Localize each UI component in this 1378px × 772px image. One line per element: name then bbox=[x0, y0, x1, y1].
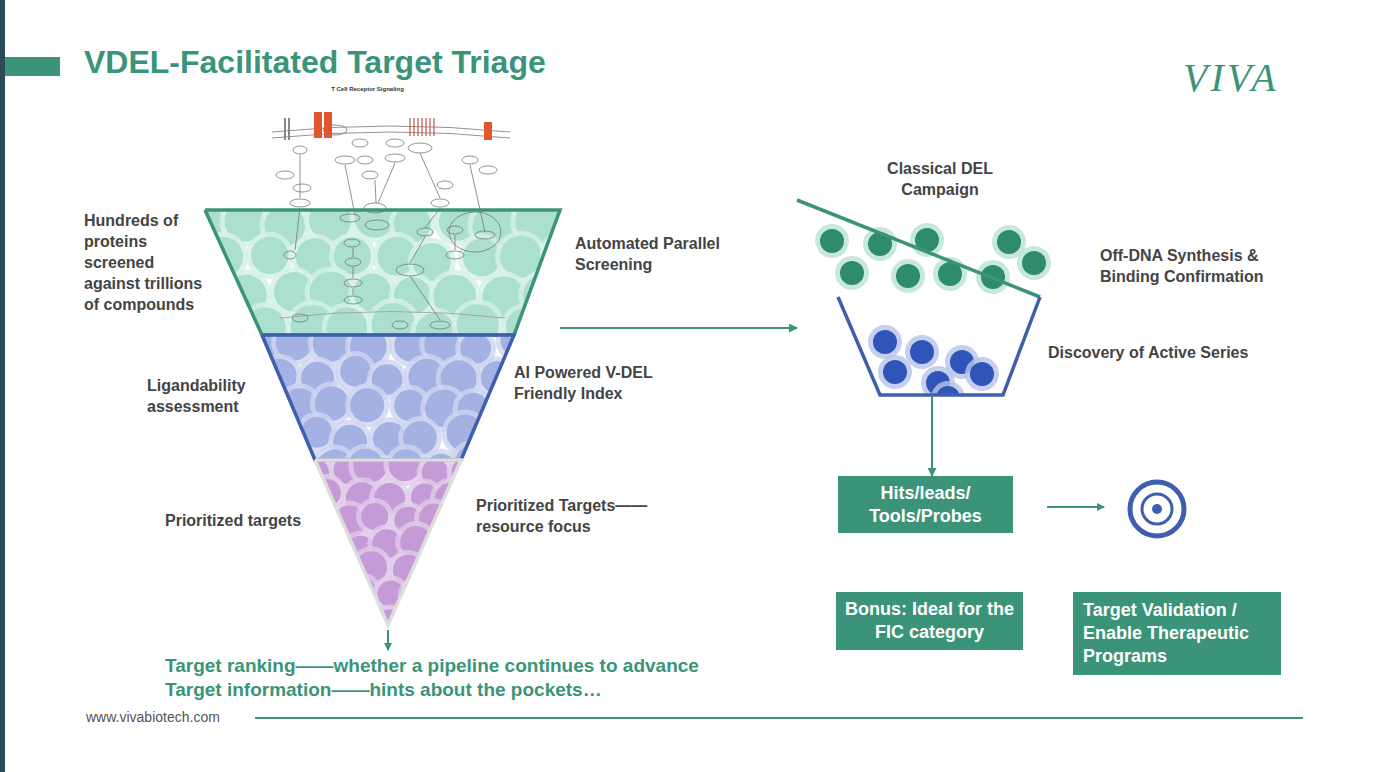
funnel-band: Prioritized targetsPrioritized Targets——… bbox=[315, 460, 461, 625]
outcome-box: Target Validation / Enable Therapeutic P… bbox=[1073, 599, 1281, 668]
process-box: Target Validation / Enable Therapeutic P… bbox=[1073, 592, 1281, 675]
funnel-shape bbox=[315, 460, 461, 625]
outcome-note: Target information——hints about the pock… bbox=[165, 679, 602, 701]
target-icon-ring bbox=[1142, 494, 1172, 524]
process-box: Bonus: Ideal for the FIC category bbox=[836, 592, 1023, 650]
accent-bar bbox=[0, 57, 60, 76]
slide-title: VDEL-Facilitated Target Triage bbox=[84, 44, 546, 81]
footer-rule bbox=[255, 717, 1303, 719]
funnel-shape bbox=[262, 335, 514, 460]
funnel-band: Discovery of Active Series bbox=[838, 297, 1040, 395]
stage-label: Classical DEL Campaign bbox=[875, 158, 1005, 200]
right-arrow bbox=[1047, 506, 1104, 508]
funnel-shape bbox=[797, 200, 1083, 297]
stage-label: Hundreds of proteins screened against tr… bbox=[84, 210, 206, 315]
stage-label: Prioritized Targets——resource focus bbox=[476, 495, 671, 537]
edge-strip bbox=[0, 0, 5, 772]
stage-label: AI Powered V-DEL Friendly Index bbox=[514, 362, 674, 404]
illustration-title: T Cell Receptor Signaling bbox=[320, 86, 415, 92]
stage-label: Ligandability assessment bbox=[147, 375, 259, 417]
funnel-band: Classical DEL CampaignOff-DNA Synthesis … bbox=[797, 200, 1083, 297]
funnel-shape bbox=[205, 210, 560, 335]
funnel-shape bbox=[838, 297, 1040, 395]
down-arrow bbox=[387, 630, 389, 650]
outcome-note: Target ranking——whether a pipeline conti… bbox=[165, 655, 699, 677]
company-logo: VIVA bbox=[1183, 54, 1279, 101]
stage-label: Automated Parallel Screening bbox=[575, 233, 740, 275]
target-icon bbox=[1130, 482, 1184, 536]
funnel-band: Ligandability assessmentAI Powered V-DEL… bbox=[262, 335, 514, 460]
result-box: Hits/leads/ Tools/Probes bbox=[838, 482, 1013, 528]
footer-url: www.vivabiotech.com bbox=[86, 709, 220, 725]
bonus-box: Bonus: Ideal for the FIC category bbox=[836, 598, 1023, 644]
target-icon-dot bbox=[1152, 504, 1162, 514]
stage-label: Off-DNA Synthesis & Binding Confirmation bbox=[1100, 245, 1285, 287]
flow-arrow bbox=[560, 327, 797, 329]
stage-label: Discovery of Active Series bbox=[1048, 342, 1248, 363]
funnel-band: Hundreds of proteins screened against tr… bbox=[205, 210, 560, 335]
flow-arrow bbox=[931, 395, 933, 476]
stage-label: Prioritized targets bbox=[165, 510, 301, 531]
process-box: Hits/leads/ Tools/Probes bbox=[838, 476, 1013, 533]
